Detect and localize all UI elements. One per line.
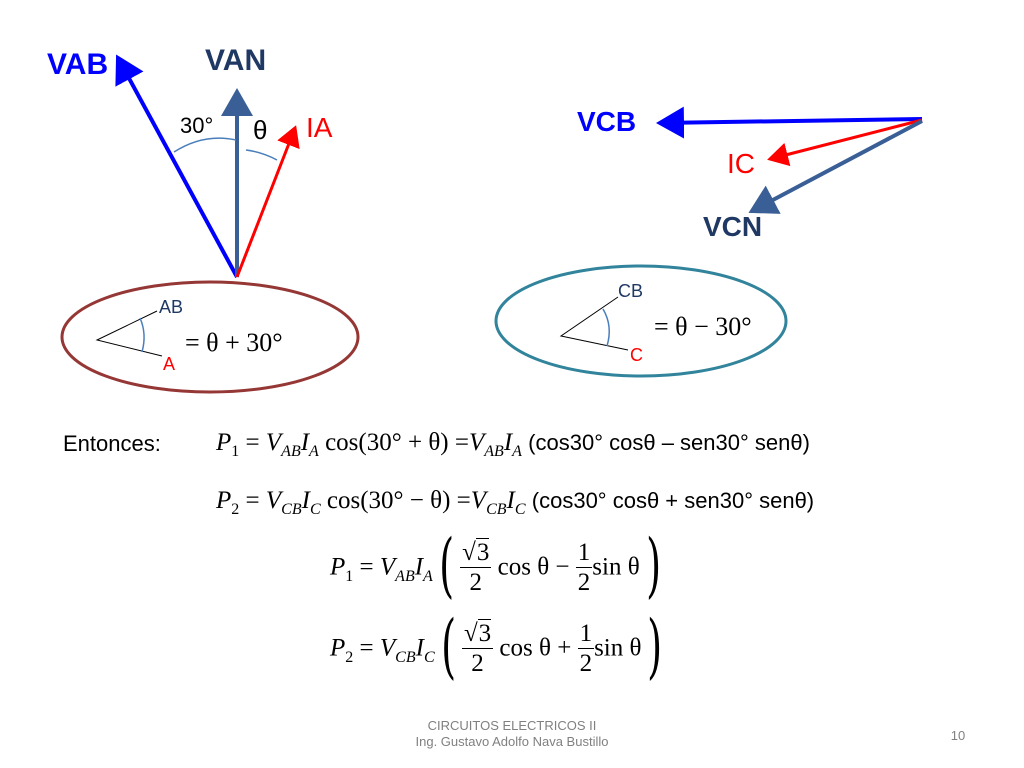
angle-symbol-arc-right [602,308,610,347]
p1-expansion: (cos30° cosθ – sen30° senθ) [528,430,810,455]
label-ic: IC [727,148,755,179]
ellipse-angle-right [494,264,788,378]
label-vcn: VCN [703,211,763,242]
angle-arc-30 [173,137,237,153]
phasor-ia [235,125,300,278]
equation-p2-line: P2 = VCBIC cos(30° − θ) =VCBIC (cos30° c… [216,487,815,518]
intro-text: Entonces: [63,431,161,456]
angle-arc-theta [245,149,278,161]
label-ia: IA [306,112,333,143]
phasor-vab [115,54,239,278]
angle-equation-left: = θ + 30° [185,328,283,357]
equation-p1-line: P1 = VABIA cos(30° + θ) =VABIA (cos30° c… [216,429,810,460]
p2-expansion: (cos30° cosθ + sen30° senθ) [531,488,815,513]
footer-text: CIRCUITOS ELECTRICOS II Ing. Gustavo Ado… [374,718,650,751]
angle-symbol-left [95,310,163,357]
page-number: 10 [950,728,966,743]
label-van: VAN [205,44,267,77]
angle-symbol-right [559,296,629,351]
footer-author: Ing. Gustavo Adolfo Nava Bustillo [415,734,609,750]
angle-equation-right: = θ − 30° [654,312,752,341]
phasor-vcb [656,106,923,139]
ellipse-angle-left [60,280,360,394]
label-angle-30: 30° [180,113,214,138]
phasor-ic [767,118,923,167]
angle-label-ab: AB [159,297,184,317]
angle-label-cb: CB [618,281,644,301]
angle-label-a: A [163,354,176,374]
angle-label-c: C [630,345,643,365]
footer-course: CIRCUITOS ELECTRICOS II [427,718,597,733]
label-theta: θ [253,115,268,145]
label-vcb: VCB [577,106,637,137]
angle-symbol-arc-left [139,317,145,353]
label-vab: VAB [47,48,109,81]
phasor-vcn [748,119,923,214]
